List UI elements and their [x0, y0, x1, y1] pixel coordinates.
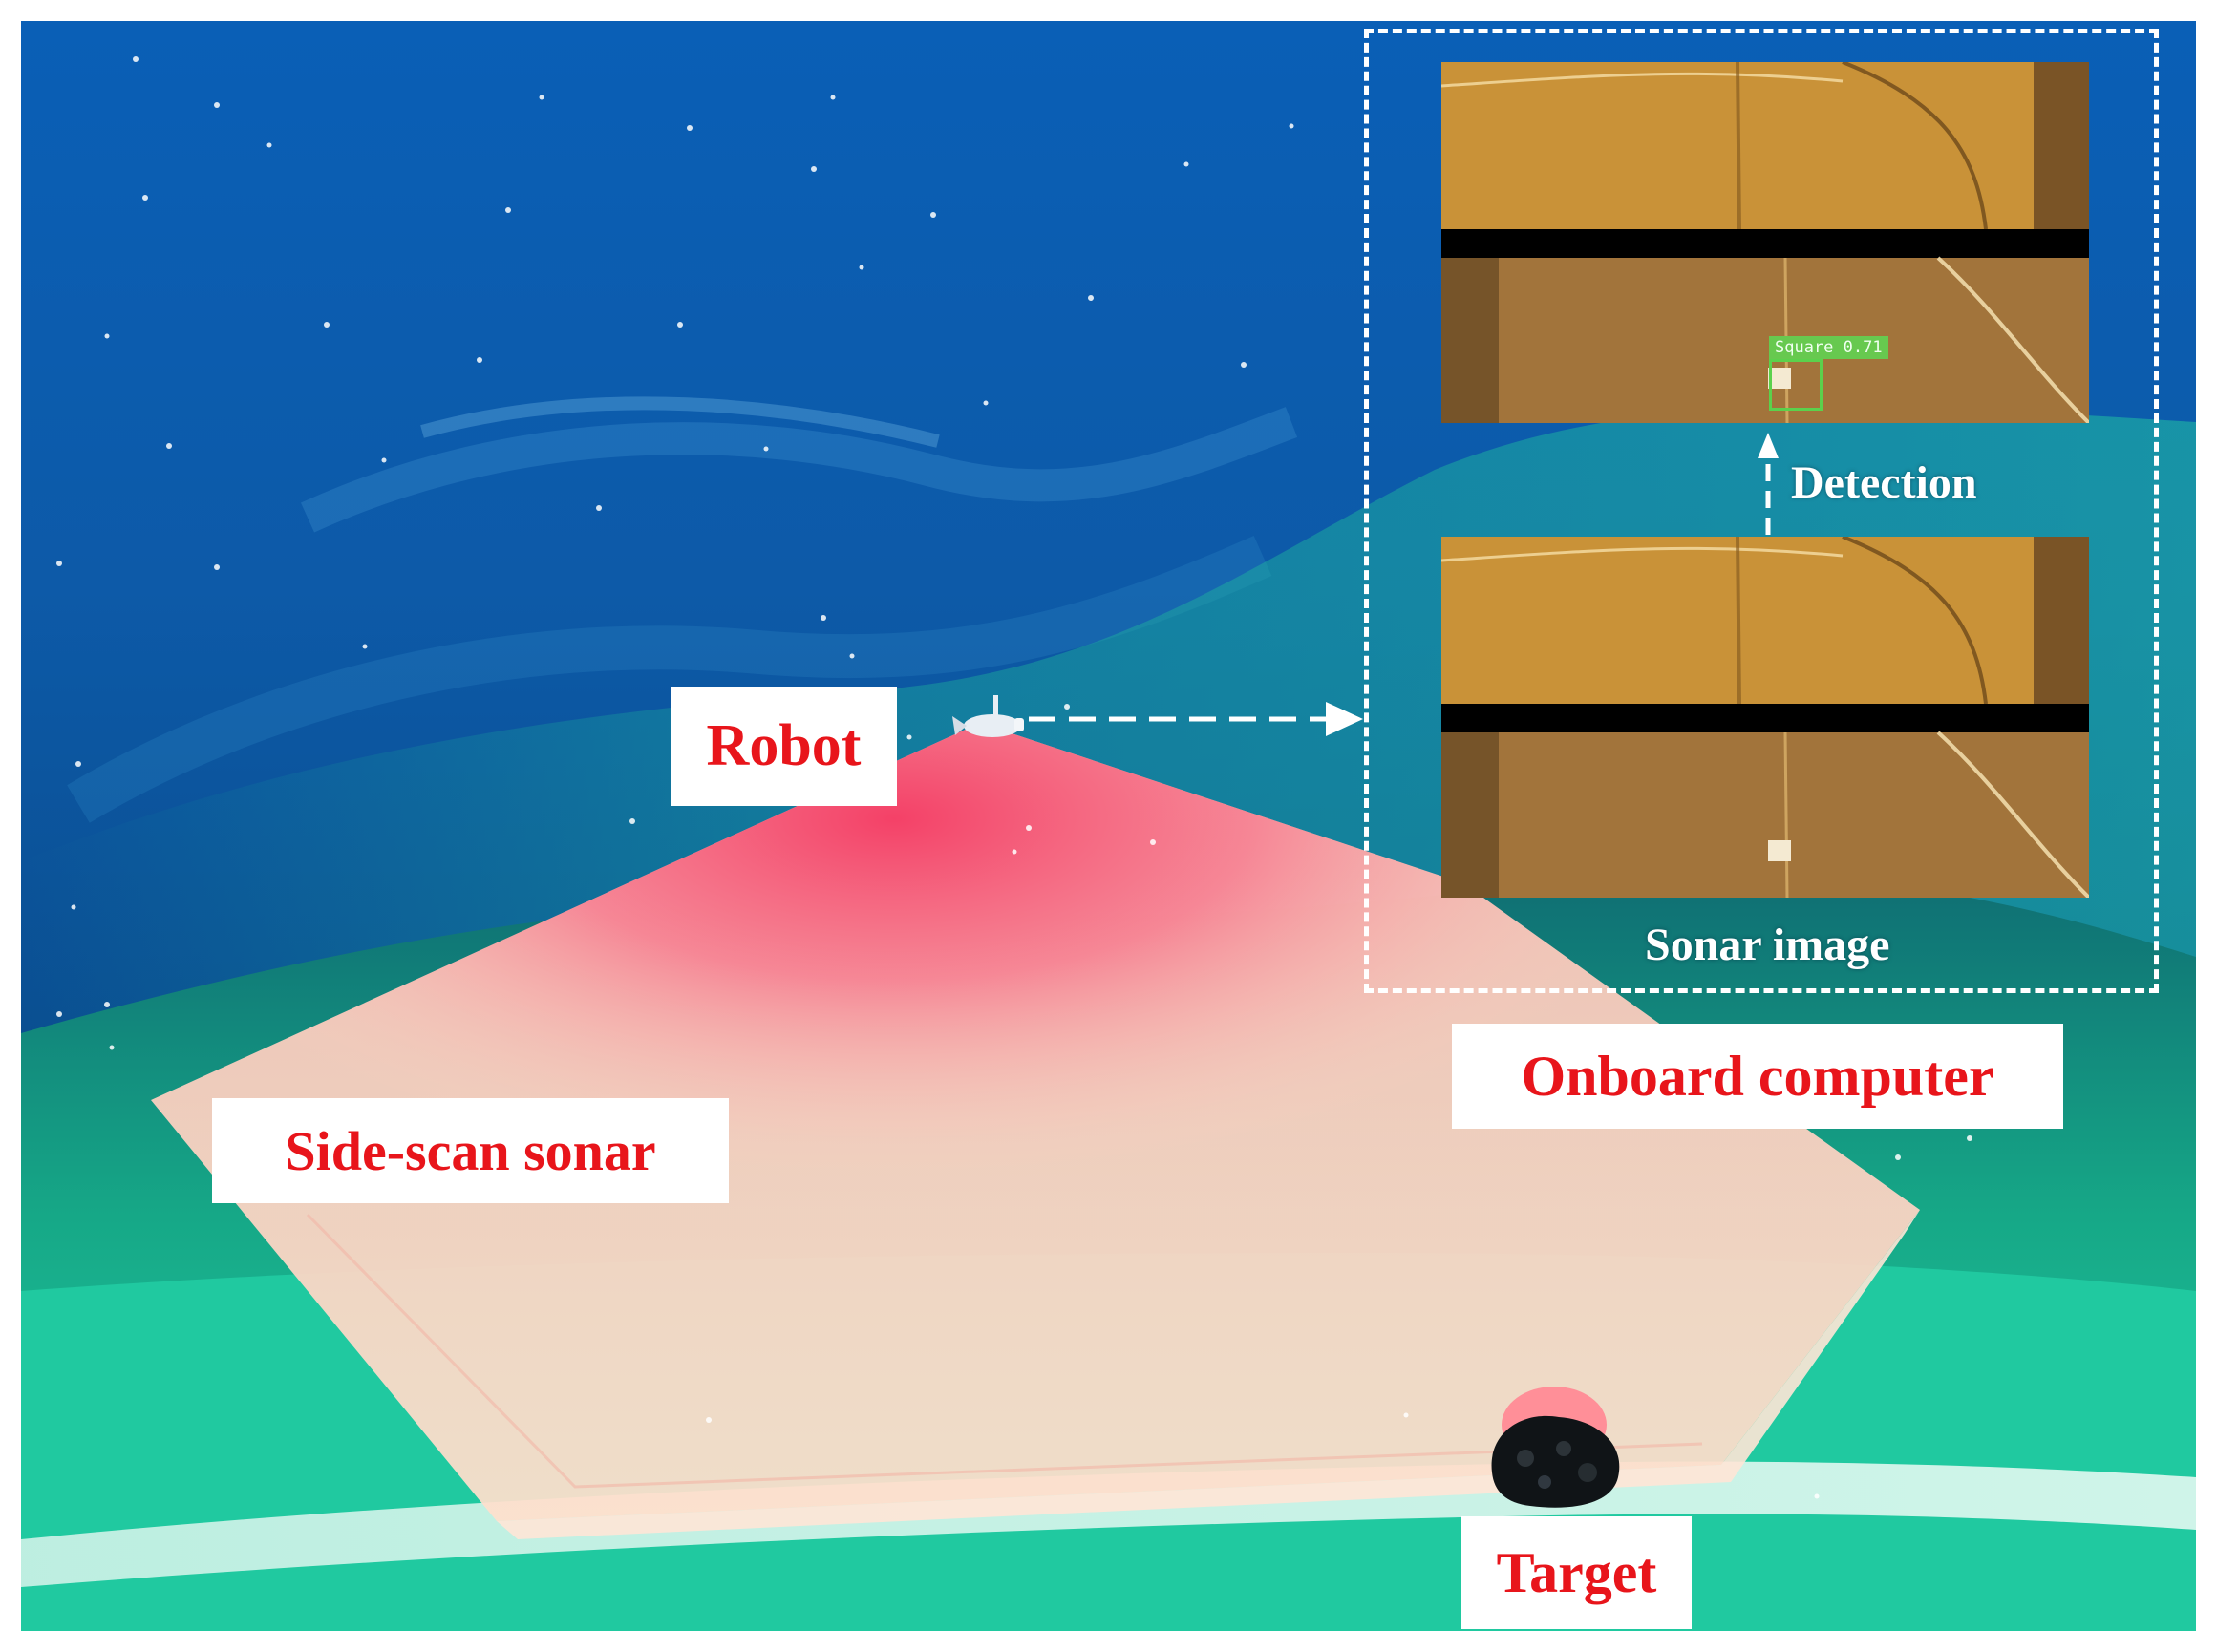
onboard-computer-region	[1364, 29, 2159, 993]
sonar-image-detected: Square 0.71	[1441, 62, 2089, 423]
sonar-image-caption: Sonar image	[1645, 920, 1890, 970]
rock-target-icon	[1491, 1387, 1620, 1508]
dashed-arrow-right-icon	[1029, 702, 1363, 736]
current-streak	[67, 535, 1272, 823]
detection-score: 0.71	[1843, 338, 1883, 357]
sonar-image-raw	[1441, 537, 2089, 898]
marine-snow	[56, 56, 1972, 1499]
sonar-swath-core	[151, 723, 1920, 1521]
detection-text: Detection	[1791, 457, 1977, 508]
current-streak	[300, 407, 1298, 533]
underwater-scene: Square 0.71 Detection Sonar image Robot …	[21, 21, 2196, 1631]
sonar-swath-inner-line	[306, 1213, 1703, 1489]
auv-robot-icon	[952, 695, 1024, 737]
seafloor-track	[21, 1461, 2196, 1587]
dashed-arrow-up-icon	[1758, 433, 1779, 535]
onboard-computer-label: Onboard computer	[1452, 1024, 2063, 1129]
detection-class: Square	[1775, 338, 1834, 357]
side-scan-sonar-label: Side-scan sonar	[212, 1098, 729, 1203]
detection-bounding-box	[1769, 359, 1823, 411]
current-streak	[420, 396, 940, 448]
robot-label: Robot	[671, 687, 897, 806]
target-label: Target	[1461, 1516, 1692, 1629]
detection-label: Square 0.71	[1769, 336, 1888, 359]
